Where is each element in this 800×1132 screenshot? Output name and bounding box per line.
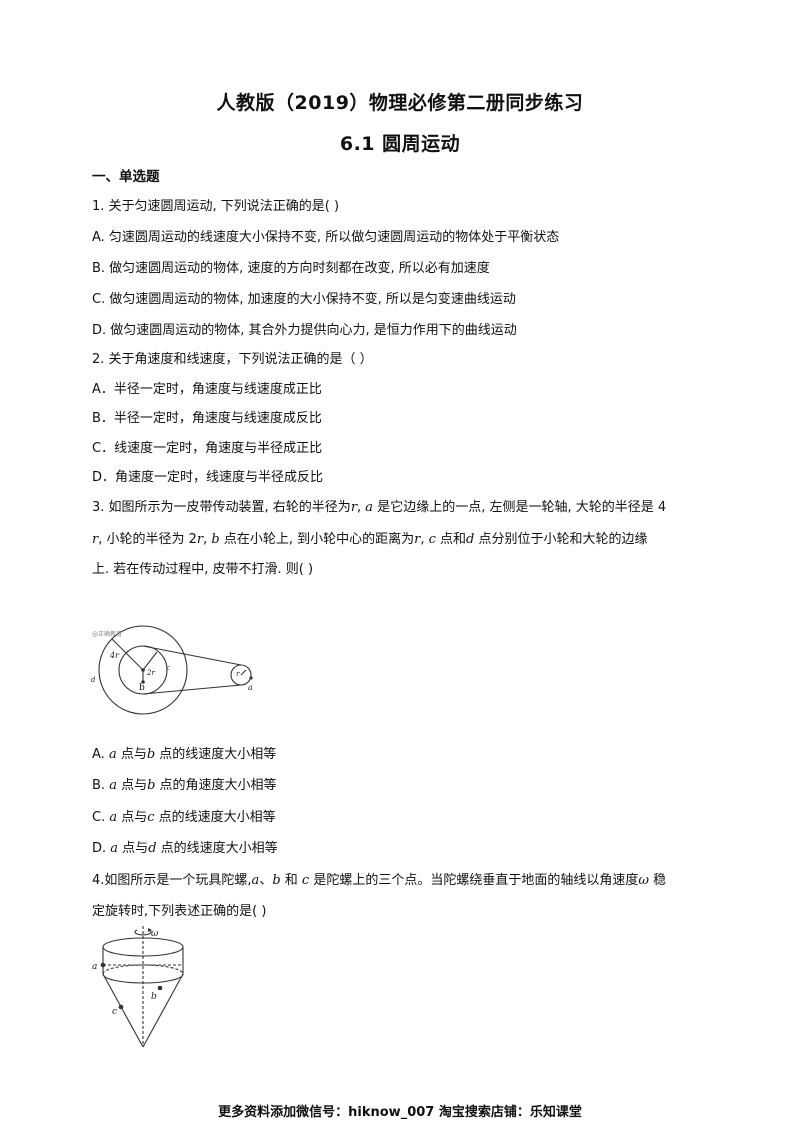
q3-option-a: A. a 点与b 点的线速度大小相等: [92, 747, 277, 762]
doc-subtitle: 6.1 圆周运动: [339, 133, 461, 155]
svg-text:b: b: [151, 992, 157, 1002]
svg-text:r: r: [236, 670, 240, 678]
point-c: [118, 1004, 124, 1010]
q1-option-d: D. 做匀速圆周运动的物体, 其合外力提供向心力, 是恒力作用下的曲线运动: [92, 323, 517, 338]
belt-top: [142, 645, 242, 666]
svg-text:b: b: [139, 683, 145, 693]
svg-text:c: c: [112, 1007, 117, 1017]
q3-stem-line1: 3. 如图所示为一皮带传动装置, 右轮的半径为r, a 是它边缘上的一点, 左侧…: [92, 500, 667, 515]
doc-title: 人教版（2019）物理必修第二册同步练习: [216, 92, 584, 114]
large-wheel: [98, 625, 188, 715]
svg-text:2r: 2r: [146, 669, 155, 677]
point-b: [141, 680, 145, 684]
q4-stem-line2: 定旋转时,下列表述正确的是( ): [92, 904, 267, 919]
radius-2r: [142, 651, 158, 671]
svg-text:c: c: [166, 664, 170, 672]
point-a: [100, 962, 106, 968]
page-footer: 更多资料添加微信号：hiknow_007 淘宝搜索店铺：乐知课堂: [218, 1105, 582, 1120]
q1-stem: 1. 关于匀速圆周运动, 下列说法正确的是( ): [92, 199, 340, 214]
q3-option-d: D. a 点与d 点的线速度大小相等: [92, 841, 278, 856]
top-figure: ω a b c: [92, 926, 184, 1048]
point-a: [249, 676, 253, 680]
q2-option-c: C．线速度一定时，角速度与半径成正比: [92, 441, 323, 456]
svg-text:a: a: [248, 683, 253, 692]
var-r: r: [350, 500, 358, 515]
svg-text:ω: ω: [151, 929, 159, 939]
q1-option-b: B. 做匀速圆周运动的物体, 速度的方向时刻都在改变, 所以必有加速度: [92, 261, 490, 276]
q4-stem-line1: 4.如图所示是一个玩具陀螺,a、b 和 c 是陀螺上的三个点。当陀螺绕垂直于地面…: [92, 873, 667, 888]
svg-text:d: d: [91, 676, 96, 684]
section-heading: 一、单选题: [92, 169, 160, 185]
var-a: a: [365, 500, 374, 515]
q1-option-a: A. 匀速圆周运动的线速度大小保持不变, 所以做匀速圆周运动的物体处于平衡状态: [92, 230, 560, 245]
rotation-arrow-icon: [134, 929, 152, 936]
q2-option-b: B．半径一定时，角速度与线速度成反比: [92, 411, 322, 426]
svg-text:4r: 4r: [109, 651, 120, 660]
svg-text:a: a: [92, 962, 97, 972]
q3-stem-line2: r, 小轮的半径为 2r, b 点在小轮上, 到小轮中心的距离为r, c 点和d…: [92, 532, 648, 547]
q2-option-a: A．半径一定时，角速度与线速度成正比: [92, 382, 322, 397]
q3-stem-line3: 上. 若在传动过程中, 皮带不打滑. 则( ): [92, 562, 314, 577]
pulley-figure: @正确教育 4r 2r b c d r a: [91, 625, 253, 715]
q1-option-c: C. 做匀速圆周运动的物体, 加速度的大小保持不变, 所以是匀变速曲线运动: [92, 292, 516, 307]
q3-option-c: C. a 点与c 点的线速度大小相等: [92, 810, 276, 825]
watermark-text: @正确教育: [92, 630, 122, 638]
radius-4r: [111, 638, 144, 671]
belt-bottom: [142, 684, 242, 695]
q2-stem: 2. 关于角速度和线速度，下列说法正确的是（ ）: [92, 352, 373, 367]
radius-right: [240, 669, 247, 676]
q2-option-d: D．角速度一定时，线速度与半径成反比: [92, 470, 324, 485]
q3-option-b: B. a 点与b 点的角速度大小相等: [92, 778, 277, 793]
point-b: [157, 985, 163, 991]
